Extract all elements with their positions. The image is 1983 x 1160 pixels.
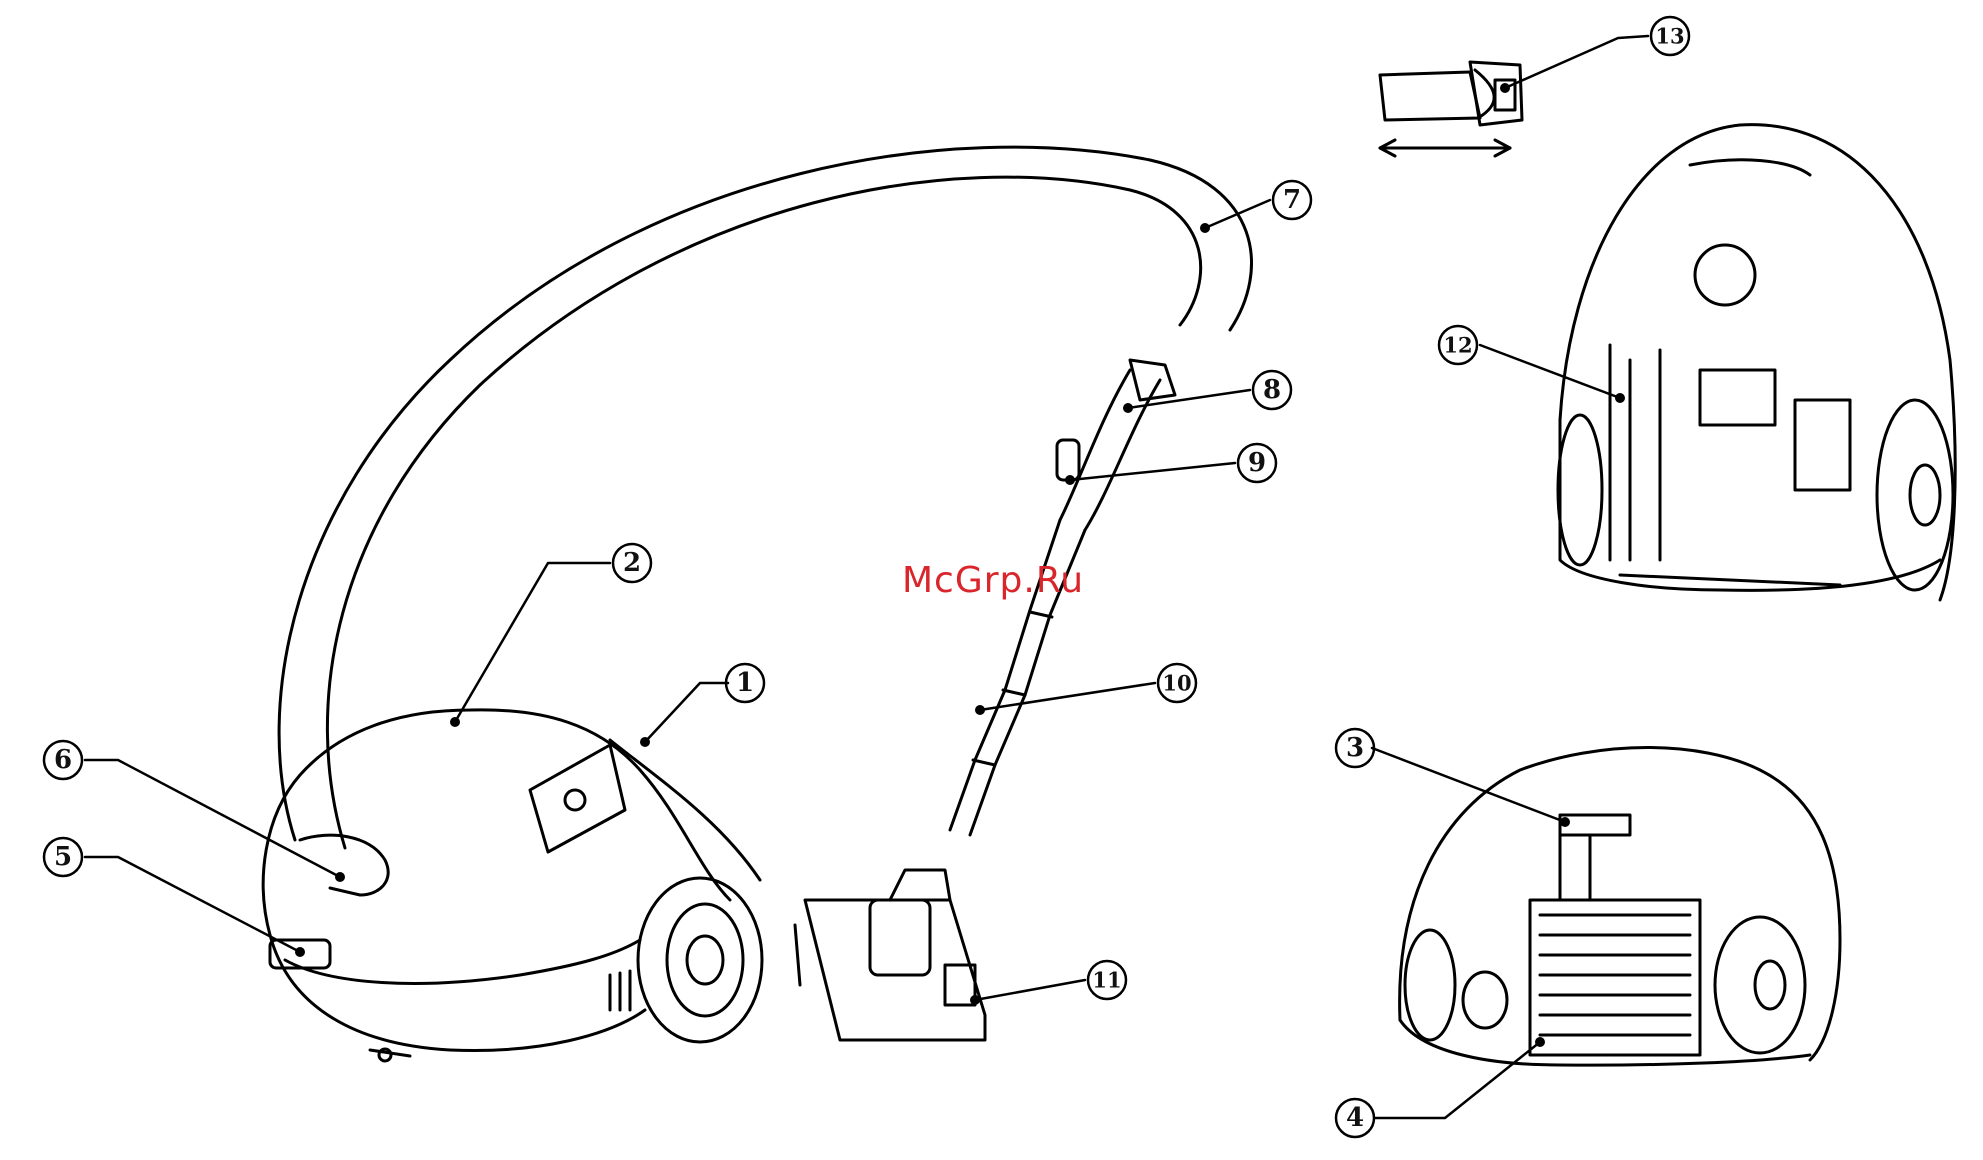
callout-7: 7: [1283, 185, 1301, 215]
callout-9: 9: [1248, 448, 1266, 478]
callout-11: 11: [1092, 968, 1121, 993]
vacuum-main-body: [263, 710, 762, 1061]
callout-12: 12: [1443, 333, 1472, 358]
callout-8: 8: [1263, 375, 1281, 405]
callout-13: 13: [1655, 24, 1684, 49]
callout-6: 6: [54, 745, 72, 775]
rear-view: [1558, 125, 1955, 600]
callout-3: 3: [1346, 733, 1364, 763]
watermark: McGrp.Ru: [902, 560, 1084, 601]
floor-nozzle: [795, 870, 985, 1040]
front-view: [1400, 748, 1840, 1066]
callout-5: 5: [54, 842, 72, 872]
callout-1: 1: [736, 668, 754, 698]
leader-lines: [85, 36, 1648, 1118]
callout-4: 4: [1346, 1103, 1364, 1133]
crevice-tool: [1380, 62, 1522, 156]
callout-10: 10: [1162, 671, 1191, 696]
callout-2: 2: [623, 548, 641, 578]
handle-and-tube: [950, 370, 1160, 835]
flexible-hose: [279, 147, 1251, 848]
